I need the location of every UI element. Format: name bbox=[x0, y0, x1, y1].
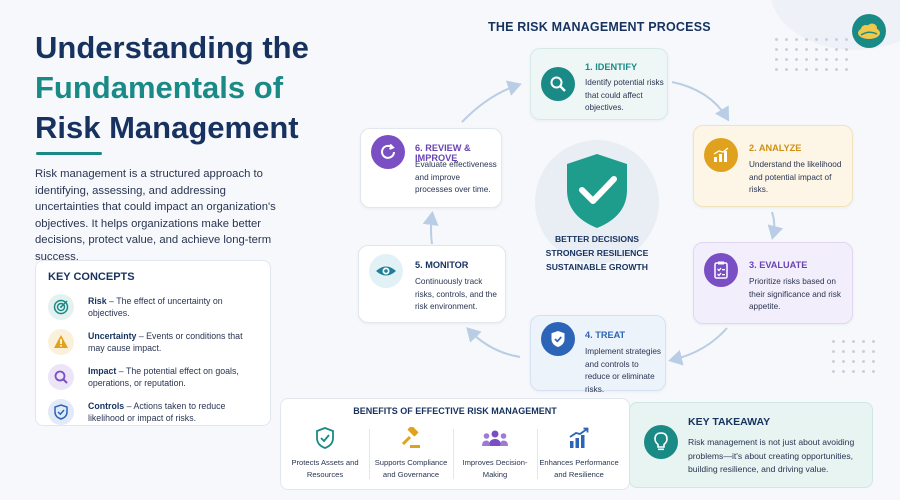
benefit-item: Enhances Performance and Resilience bbox=[537, 425, 621, 480]
benefit-label: Improves Decision-Making bbox=[462, 458, 528, 479]
concept-desc: – Actions taken to reduce likelihood or … bbox=[88, 400, 226, 423]
concept-desc: – The effect of uncertainty on objective… bbox=[88, 295, 223, 318]
step-desc: Continuously track risks, controls, and … bbox=[415, 277, 497, 311]
bar-chart-icon bbox=[704, 138, 738, 172]
center-circle bbox=[535, 140, 659, 264]
search-icon bbox=[48, 363, 74, 390]
gavel-icon bbox=[369, 425, 453, 451]
title-line-1: Understanding the bbox=[35, 30, 309, 65]
takeaway-text: Risk management is not just about avoidi… bbox=[688, 437, 855, 474]
benefit-label: Supports Compliance and Governance bbox=[374, 458, 448, 479]
outcome-label: SUSTAINABLE GROWTH bbox=[545, 262, 648, 272]
benefit-item: Protects Assets and Resources bbox=[283, 425, 367, 480]
step-evaluate-card: 3. EVALUATE Prioritize risks based on th… bbox=[693, 242, 853, 324]
shield-check-icon bbox=[567, 154, 627, 228]
target-icon bbox=[48, 293, 74, 320]
shield-check-icon bbox=[541, 322, 575, 356]
process-title: THE RISK MANAGEMENT PROCESS bbox=[488, 20, 711, 34]
concept-item: Impact – The potential effect on goals, … bbox=[48, 360, 258, 393]
dot-pattern bbox=[775, 38, 848, 71]
outcome-label: STRONGER RESILIENCE bbox=[545, 248, 649, 258]
concept-term: Risk bbox=[88, 295, 107, 306]
page-title: Understanding the Fundamentals of Risk M… bbox=[35, 28, 355, 148]
step-title: 3. EVALUATE bbox=[749, 260, 808, 270]
concept-item: Uncertainty – Events or conditions that … bbox=[48, 325, 258, 358]
step-desc: Identify potential risks that could affe… bbox=[585, 78, 664, 112]
key-takeaway-panel: KEY TAKEAWAY Risk management is not just… bbox=[629, 402, 873, 488]
search-icon bbox=[541, 67, 575, 101]
concept-term: Controls bbox=[88, 400, 125, 411]
benefit-label: Protects Assets and Resources bbox=[291, 458, 359, 479]
takeaway-title: KEY TAKEAWAY bbox=[688, 416, 771, 428]
concept-desc: – Events or conditions that may cause im… bbox=[88, 330, 243, 353]
step-monitor-card: 5. MONITOR Continuously track risks, con… bbox=[358, 245, 506, 323]
concept-term: Uncertainty bbox=[88, 330, 137, 341]
step-title: 2. ANALYZE bbox=[749, 143, 802, 153]
step-desc: Prioritize risks based on their signific… bbox=[749, 277, 841, 311]
center-outcomes: BETTER DECISIONS STRONGER RESILIENCE SUS… bbox=[540, 232, 654, 274]
step-review-card: 6. REVIEW & IMPROVE Evaluate effectivene… bbox=[360, 128, 502, 208]
step-treat-card: 4. TREAT Implement strategies and contro… bbox=[530, 315, 666, 394]
step-title: 1. IDENTIFY bbox=[585, 62, 638, 72]
benefits-panel: BENEFITS OF EFFECTIVE RISK MANAGEMENT Pr… bbox=[280, 398, 630, 490]
benefit-item: Supports Compliance and Governance bbox=[369, 425, 453, 480]
warning-icon bbox=[48, 328, 74, 355]
step-identify-card: 1. IDENTIFY Identify potential risks tha… bbox=[530, 48, 668, 120]
outcome-label: BETTER DECISIONS bbox=[554, 234, 640, 244]
step-title: 5. MONITOR bbox=[415, 260, 469, 270]
concept-item: Controls – Actions taken to reduce likel… bbox=[48, 395, 258, 428]
key-concepts-panel: KEY CONCEPTS Risk – The effect of uncert… bbox=[35, 260, 271, 426]
benefit-item: Improves Decision-Making bbox=[453, 425, 537, 480]
title-line-2: Fundamentals of bbox=[35, 70, 284, 105]
step-desc: Understand the likelihood and potential … bbox=[749, 160, 842, 194]
step-title: 6. REVIEW & IMPROVE bbox=[415, 143, 471, 163]
title-line-3: Risk Management bbox=[35, 110, 299, 145]
brand-logo bbox=[852, 14, 886, 48]
growth-chart-icon bbox=[537, 425, 621, 451]
shield-check-icon bbox=[283, 425, 367, 451]
step-desc: Implement strategies and controls to red… bbox=[585, 347, 661, 394]
divider bbox=[453, 429, 454, 479]
eye-icon bbox=[369, 254, 403, 288]
dot-pattern bbox=[832, 340, 875, 373]
cloud-logo-icon bbox=[858, 23, 880, 39]
refresh-icon bbox=[371, 135, 405, 169]
shield-icon bbox=[48, 398, 74, 425]
team-icon bbox=[453, 425, 537, 451]
divider bbox=[537, 429, 538, 479]
title-underline bbox=[36, 152, 102, 155]
benefits-title: BENEFITS OF EFFECTIVE RISK MANAGEMENT bbox=[353, 406, 557, 416]
key-concepts-title: KEY CONCEPTS bbox=[48, 271, 135, 283]
divider bbox=[369, 429, 370, 479]
concept-term: Impact bbox=[88, 365, 117, 376]
concept-desc: – The potential effect on goals, operati… bbox=[88, 365, 239, 388]
concept-item: Risk – The effect of uncertainty on obje… bbox=[48, 290, 258, 323]
benefit-label: Enhances Performance and Resilience bbox=[539, 458, 619, 479]
intro-paragraph: Risk management is a structured approach… bbox=[35, 168, 276, 263]
clipboard-check-icon bbox=[704, 253, 738, 287]
lightbulb-icon bbox=[644, 425, 678, 459]
step-analyze-card: 2. ANALYZE Understand the likelihood and… bbox=[693, 125, 853, 207]
step-title: 4. TREAT bbox=[585, 330, 626, 340]
step-desc: Evaluate effectiveness and improve proce… bbox=[415, 160, 497, 194]
